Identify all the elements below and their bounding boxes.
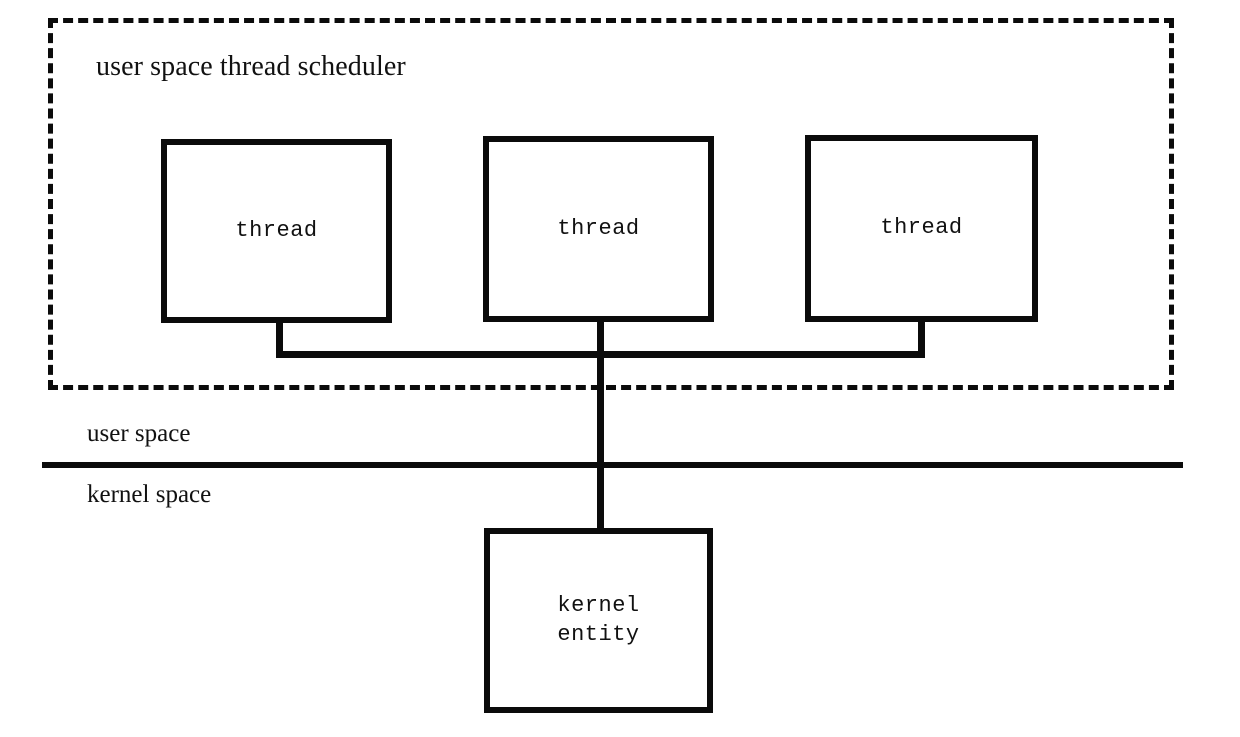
thread-box-1: thread bbox=[161, 139, 392, 323]
user-space-scheduler-region bbox=[48, 18, 1174, 390]
thread-box-1-label: thread bbox=[235, 217, 318, 243]
thread-box-3: thread bbox=[805, 135, 1038, 322]
scheduler-region-title: user space thread scheduler bbox=[96, 51, 406, 82]
thread-box-2-label: thread bbox=[557, 215, 640, 241]
connector-bus-to-kernel-entity bbox=[597, 318, 604, 530]
user-kernel-boundary-line bbox=[42, 462, 1183, 468]
connector-thread-1-stub bbox=[276, 319, 283, 358]
user-space-label: user space bbox=[87, 420, 191, 447]
connector-thread-3-stub bbox=[918, 318, 925, 358]
thread-box-3-label: thread bbox=[880, 215, 963, 241]
thread-box-2: thread bbox=[483, 136, 714, 322]
kernel-space-label: kernel space bbox=[87, 481, 212, 508]
kernel-entity-label: kernel entity bbox=[557, 593, 640, 647]
kernel-entity-box: kernel entity bbox=[484, 528, 713, 713]
